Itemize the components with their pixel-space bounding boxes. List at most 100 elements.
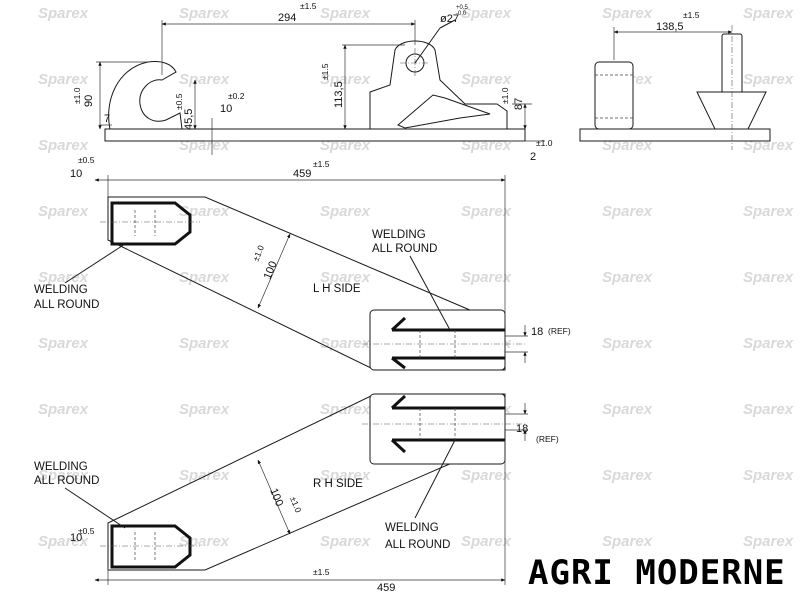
svg-text:±1.5: ±1.5: [683, 10, 700, 20]
plate-lh: [107, 196, 506, 371]
watermark-text: Sparex: [38, 269, 89, 286]
svg-text:±0.5: ±0.5: [174, 93, 184, 110]
dim-459-lh: 459: [293, 168, 311, 180]
weld-right-rh: [390, 394, 505, 454]
svg-text:ALL ROUND: ALL ROUND: [34, 299, 99, 311]
svg-text:±1.0: ±1.0: [536, 138, 553, 148]
dim-459-rh: 459: [377, 582, 395, 594]
watermark-text: Sparex: [461, 269, 512, 286]
watermark-text: Sparex: [320, 203, 371, 220]
watermark-text: Sparex: [38, 71, 89, 88]
end-view: 138,5 ±1.5: [579, 10, 771, 150]
label-lh-side: L H SIDE: [313, 283, 361, 295]
dim-45-5: 45,5: [183, 109, 195, 130]
dim-87: 87: [513, 98, 525, 110]
watermark-text: Sparex: [743, 269, 794, 286]
svg-text:+0.5: +0.5: [456, 5, 469, 11]
dim-90: 90: [83, 95, 95, 107]
watermark-text: Sparex: [320, 335, 371, 352]
svg-text:18: 18: [531, 326, 543, 338]
watermark-text: Sparex: [179, 5, 230, 22]
watermark-text: Sparex: [179, 401, 230, 418]
watermark-text: Sparex: [602, 335, 653, 352]
watermark-text: Sparex: [320, 467, 371, 484]
weld-left-lh: [110, 201, 192, 246]
plate-rh: [107, 393, 506, 571]
svg-text:WELDING: WELDING: [34, 284, 88, 296]
plan-view-lh: 459 ±1.5 10 ±0.5 100 ±1.0 L H SIDE WELDI…: [34, 155, 571, 371]
svg-text:-0.0: -0.0: [456, 11, 467, 17]
watermark-text: Sparex: [320, 5, 371, 22]
watermark-text: Sparex: [743, 203, 794, 220]
brand-logo: AGRI MODERNE: [528, 553, 786, 593]
svg-text:ALL ROUND: ALL ROUND: [385, 539, 450, 551]
watermark-text: Sparex: [602, 467, 653, 484]
watermark-text: Sparex: [602, 269, 653, 286]
watermark-text: Sparex: [179, 467, 230, 484]
base-plate-side: [104, 128, 526, 142]
svg-text:±1.0: ±1.0: [288, 495, 304, 514]
watermark-text: Sparex: [743, 71, 794, 88]
dim-2: 2: [530, 151, 536, 163]
watermark-text: Sparex: [320, 269, 371, 286]
watermark-text: Sparex: [179, 71, 230, 88]
watermark-text: Sparex: [38, 335, 89, 352]
dim-138-5: 138,5: [656, 21, 684, 33]
svg-text:±1.5: ±1.5: [313, 567, 330, 577]
base-plate-end: [579, 128, 771, 142]
svg-text:(REF): (REF): [536, 434, 559, 444]
watermark-text: Sparex: [602, 5, 653, 22]
watermark-text: Sparex: [38, 467, 89, 484]
watermark-text: Sparex: [38, 203, 89, 220]
watermark-text: Sparex: [743, 401, 794, 418]
label-rh-side: R H SIDE: [313, 478, 363, 490]
watermark-text: Sparex: [461, 467, 512, 484]
weld-left-rh: [110, 524, 192, 569]
watermark-text: Sparex: [461, 203, 512, 220]
watermark-text: Sparex: [179, 203, 230, 220]
svg-text:ALL ROUND: ALL ROUND: [372, 243, 437, 255]
svg-text:±1.0: ±1.0: [251, 243, 267, 262]
tol-294: ±1.5: [300, 1, 317, 11]
hook-end: [594, 61, 634, 130]
dim-100-rh: 100: [267, 487, 285, 509]
dim-hole: ø27: [440, 13, 459, 25]
lug-plan-rh: [369, 393, 506, 465]
watermark-text: Sparex: [743, 467, 794, 484]
watermark-text: Sparex: [179, 269, 230, 286]
dim-7: 7: [104, 113, 110, 125]
watermark-text: Sparex: [38, 533, 89, 550]
watermark-text: Sparex: [179, 335, 230, 352]
svg-text:±1.0: ±1.0: [500, 87, 510, 104]
watermark-text: Sparex: [38, 5, 89, 22]
svg-text:±0.5: ±0.5: [78, 526, 95, 536]
svg-text:10: 10: [70, 532, 82, 544]
svg-text:ALL ROUND: ALL ROUND: [34, 475, 99, 487]
watermark-text: Sparex: [38, 401, 89, 418]
plan-view-rh: 459 ±1.5 10 ±0.5 100 ±1.0 R H SIDE WELDI…: [34, 393, 559, 594]
watermark-text: Sparex: [461, 533, 512, 550]
watermark-text: Sparex: [320, 533, 371, 550]
svg-text:WELDING: WELDING: [385, 522, 439, 534]
watermark-text: Sparex: [602, 401, 653, 418]
svg-text:(REF): (REF): [548, 326, 571, 336]
svg-text:WELDING: WELDING: [372, 229, 426, 241]
lug-plan-lh: [369, 309, 506, 371]
watermark-text: Sparex: [743, 335, 794, 352]
svg-text:±0.5: ±0.5: [78, 155, 95, 165]
dim-10: 10: [220, 103, 232, 115]
watermark-text: Sparex: [320, 401, 371, 418]
lug-base-end: [696, 91, 767, 130]
watermark-text: Sparex: [461, 71, 512, 88]
dim-113-5: 113,5: [333, 81, 345, 108]
weld-right-lh: [390, 316, 505, 370]
watermark-text: Sparex: [743, 533, 794, 550]
svg-text:±1.0: ±1.0: [72, 87, 82, 104]
svg-text:18: 18: [516, 423, 528, 435]
lug-slot: [397, 94, 491, 129]
side-view: 294 ±1.5 ø27 +0.5 -0.0 90 ±1.0 7 45,5 ±0…: [72, 1, 553, 163]
svg-text:±1.5: ±1.5: [320, 63, 330, 80]
watermark-text: Sparex: [602, 203, 653, 220]
svg-text:±0.2: ±0.2: [228, 91, 245, 101]
dim-100-lh: 100: [262, 260, 280, 282]
